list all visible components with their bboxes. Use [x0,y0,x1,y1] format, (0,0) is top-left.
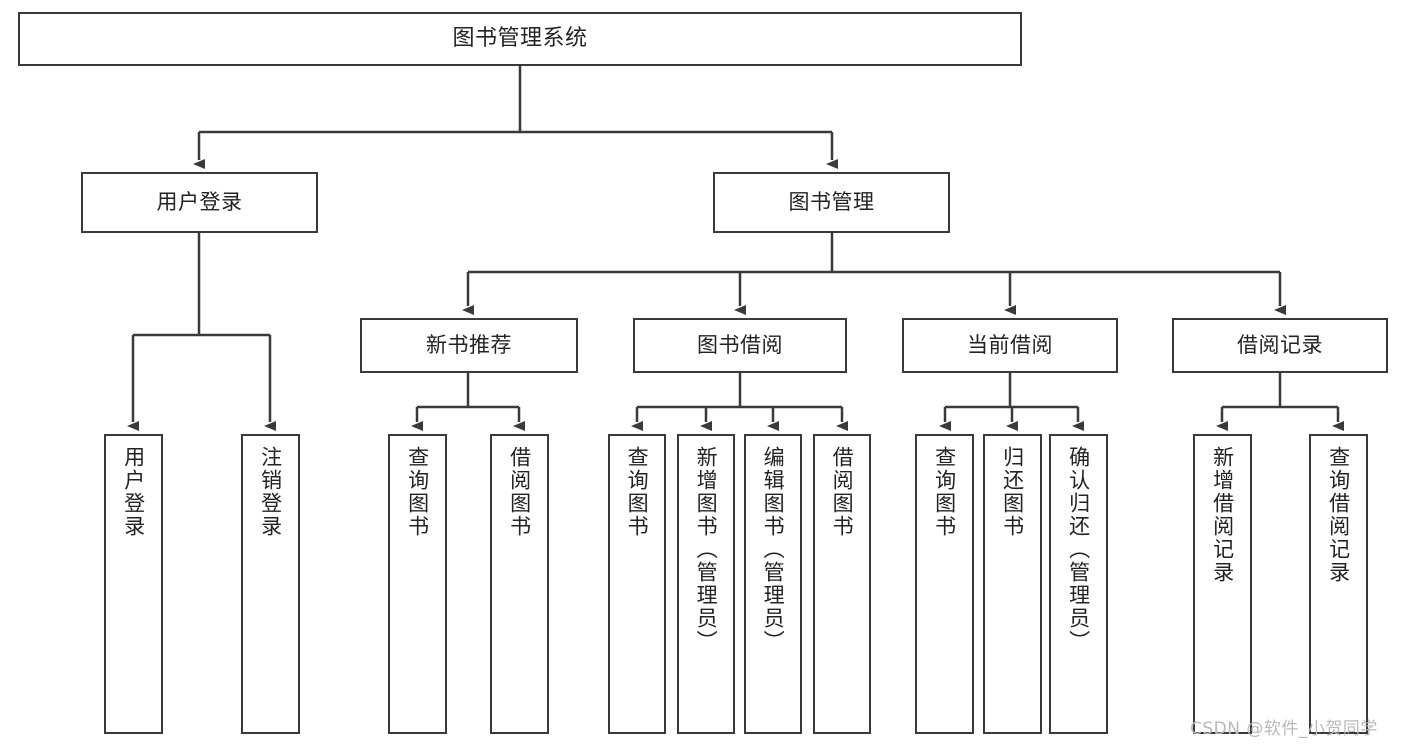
node-label: 借阅图书 [830,446,855,538]
node-label: 查询借阅记录 [1326,446,1351,584]
leaf-borrow-book[interactable]: 借阅图书 [813,434,871,734]
node-label: 确认归还（管理员） [1066,446,1091,653]
node-label: 借阅记录 [1237,332,1323,357]
node-current-borrow[interactable]: 当前借阅 [902,318,1118,373]
node-label: 查询图书 [625,446,650,538]
node-borrow-record[interactable]: 借阅记录 [1172,318,1388,373]
leaf-return-book[interactable]: 归还图书 [983,434,1042,734]
node-label: 图书管理系统 [452,25,588,51]
node-label: 新增借阅记录 [1210,446,1235,584]
watermark: CSDN @软件_小贺同学 [1190,719,1378,739]
node-label: 编辑图书（管理员） [761,446,786,653]
leaf-user-logout[interactable]: 注销登录 [241,434,300,734]
leaf-query-book-recommend[interactable]: 查询图书 [388,434,447,734]
node-label: 归还图书 [1000,446,1025,538]
node-label: 图书借阅 [697,332,783,357]
node-label: 新书推荐 [426,332,512,357]
node-label: 用户登录 [121,446,146,538]
node-label: 当前借阅 [967,332,1053,357]
node-root-system[interactable]: 图书管理系统 [18,12,1022,66]
node-user-login[interactable]: 用户登录 [81,172,318,233]
leaf-query-book-current[interactable]: 查询图书 [915,434,974,734]
node-label: 用户登录 [156,189,243,214]
node-label: 查询图书 [405,446,430,538]
leaf-confirm-return-admin[interactable]: 确认归还（管理员） [1049,434,1108,734]
node-label: 注销登录 [258,446,283,538]
node-book-borrow[interactable]: 图书借阅 [633,318,847,373]
leaf-query-book-borrow[interactable]: 查询图书 [608,434,666,734]
node-book-management[interactable]: 图书管理 [713,172,950,233]
node-label: 新增图书（管理员） [694,446,719,653]
leaf-edit-book-admin[interactable]: 编辑图书（管理员） [744,434,802,734]
node-label: 查询图书 [932,446,957,538]
node-new-book-recommend[interactable]: 新书推荐 [360,318,578,373]
leaf-add-borrow-record[interactable]: 新增借阅记录 [1193,434,1252,734]
node-label: 图书管理 [788,189,875,214]
leaf-user-login[interactable]: 用户登录 [104,434,163,734]
node-label: 借阅图书 [507,446,532,538]
leaf-add-book-admin[interactable]: 新增图书（管理员） [677,434,735,734]
leaf-query-borrow-record[interactable]: 查询借阅记录 [1309,434,1368,734]
leaf-borrow-book-recommend[interactable]: 借阅图书 [490,434,549,734]
